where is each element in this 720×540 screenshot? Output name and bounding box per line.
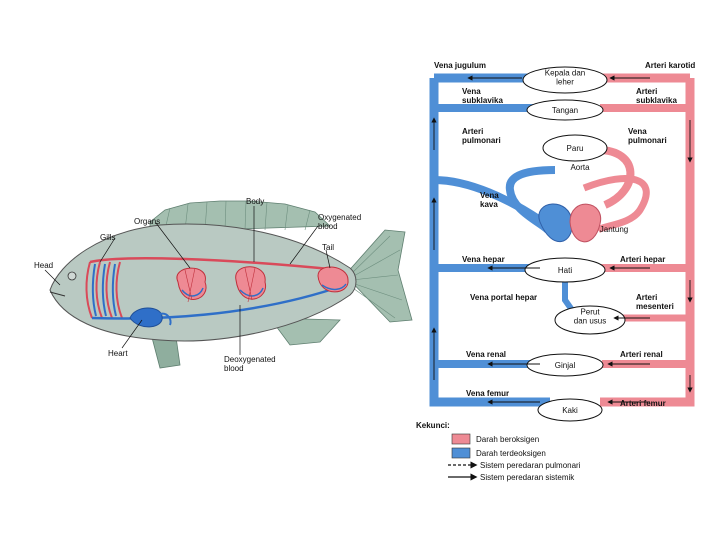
organ-tangan: Tangan — [526, 99, 604, 121]
heart-jantung — [538, 203, 602, 243]
label-heart: Heart — [108, 349, 128, 358]
label-arteri-femur: Arteri femur — [620, 399, 666, 408]
label-tail: Tail — [322, 243, 334, 252]
label-vena-portal-hepar: Vena portal hepar — [470, 293, 537, 302]
gill-arches — [85, 261, 123, 319]
fish-heart — [129, 307, 172, 328]
vessel-vena-portal-hepar — [562, 278, 575, 312]
label-body: Body — [246, 197, 264, 206]
organ-label-ginjal: Ginjal — [555, 361, 576, 370]
organ-capillary-bed-1 — [176, 267, 207, 303]
organ-label-paru: Paru — [567, 144, 584, 153]
flow-arrows — [431, 75, 693, 405]
label-vena-jugulum: Vena jugulum — [434, 61, 486, 70]
legend: Kekunci: Darah beroksigen Darah terdeoks… — [416, 421, 581, 482]
legend-swatch-deoxygenated — [451, 447, 471, 459]
label-arteri-renal: Arteri renal — [620, 350, 663, 359]
organ-kaki: Kaki — [537, 398, 603, 422]
tail-capillary-bed — [317, 266, 349, 293]
label-organs: Organs — [134, 217, 160, 226]
organ-label-jantung: Jantung — [600, 225, 628, 234]
vessel-vena-pulmonari — [597, 146, 635, 209]
legend-label-systemic: Sistem peredaran sistemik — [480, 473, 575, 482]
label-head: Head — [34, 261, 53, 270]
vessel-aorta — [582, 175, 650, 234]
vessel-vena-kava — [433, 176, 543, 224]
organ-ginjal: Ginjal — [526, 353, 604, 377]
dorsal-fin-rays — [164, 200, 311, 231]
label-vena-renal: Vena renal — [466, 350, 506, 359]
organ-label-hati: Hati — [558, 266, 572, 275]
legend-label-deoxygenated: Darah terdeoksigen — [476, 449, 546, 458]
organ-paru: Paru — [542, 134, 608, 162]
label-gills: Gills — [100, 233, 116, 242]
ventral-vein-vessel — [91, 283, 346, 320]
dorsal-aorta-vessel — [89, 257, 341, 272]
label-arteri-hepar: Arteri hepar — [620, 255, 665, 264]
fish-eye — [67, 271, 77, 281]
organ-capillary-bed-2 — [235, 266, 266, 303]
label-arteri-karotid: Arteri karotid — [645, 61, 695, 70]
organ-label-aorta: Aorta — [570, 163, 590, 172]
fish-leader-lines — [44, 206, 331, 355]
legend-swatch-oxygenated — [451, 433, 471, 445]
organ-label-tangan: Tangan — [552, 106, 578, 115]
tail-fin-rays — [349, 235, 403, 319]
label-vena-hepar: Vena hepar — [462, 255, 505, 264]
legend-label-pulmonary: Sistem peredaran pulmonari — [480, 461, 581, 470]
fish-mouth — [49, 291, 66, 297]
label-vena-femur: Vena femur — [466, 389, 509, 398]
organ-hati: Hati — [524, 257, 606, 283]
legend-label-oxygenated: Darah beroksigen — [476, 435, 539, 444]
legend-title: Kekunci: — [416, 421, 450, 430]
organ-label-kaki: Kaki — [562, 406, 578, 415]
